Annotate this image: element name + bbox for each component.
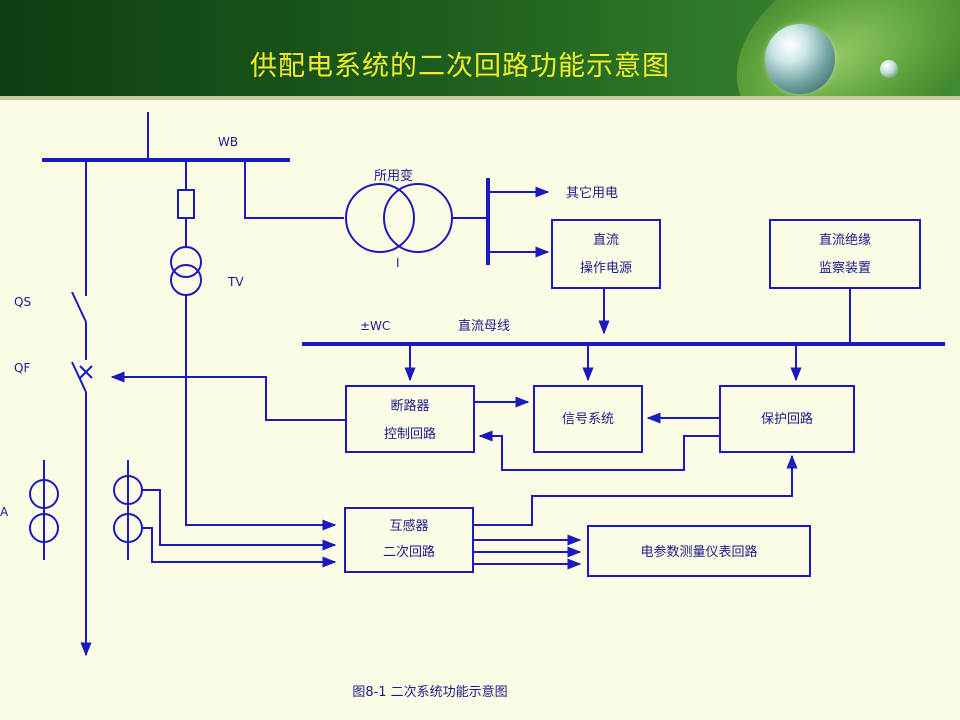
water-drop-decoration: [765, 24, 835, 94]
label-tv: TV: [227, 275, 244, 289]
protection-label: 保护回路: [761, 411, 813, 427]
transformer-secondary-line2: 二次回路: [383, 544, 435, 560]
ct-lower-secondary: [142, 527, 337, 568]
label-qf: QF: [14, 361, 30, 375]
title-divider: [0, 96, 960, 100]
small-drop-decoration: [880, 60, 898, 78]
label-transformer-number: I: [396, 256, 400, 270]
insulation-monitor-line2: 监察装置: [819, 261, 871, 276]
label-wb: WB: [218, 135, 238, 149]
aux-transformer-secondary: [383, 183, 453, 253]
dc-supply-line1: 直流: [593, 233, 619, 248]
title-banner: [0, 0, 960, 96]
breaker-qf-blade: [71, 361, 87, 393]
label-dc-bus-symbol: ±WC: [360, 319, 390, 333]
aux-transformer-feed: [244, 160, 344, 219]
transformer-secondary-box: [344, 507, 474, 573]
ct-upper-secondary: [142, 489, 337, 551]
pt-coil-lower: [170, 264, 202, 296]
pt-fuse: [177, 189, 195, 219]
label-aux-transformer: 所用变: [374, 168, 413, 184]
breaker-control-box: [345, 385, 475, 453]
label-dc-bus-name: 直流母线: [458, 319, 510, 334]
pt-coil-upper: [170, 246, 202, 278]
control-to-qf-line: [110, 371, 346, 421]
insulation-monitor-box: [769, 219, 921, 289]
slide-title: 供配电系统的二次回路功能示意图: [250, 51, 670, 82]
secondary-to-protection-line: [473, 454, 798, 526]
label-other-power: 其它用电: [566, 185, 618, 201]
transformer-secondary-line1: 互感器: [389, 518, 428, 534]
insulation-monitor-line1: 直流绝缘: [819, 232, 871, 248]
breaker-qf-cross-b: [79, 365, 93, 379]
signal-system-label: 信号系统: [562, 412, 614, 427]
aux-transformer-primary: [345, 183, 415, 253]
dc-supply-line2: 操作电源: [580, 260, 632, 276]
disconnector-qs-blade: [71, 291, 87, 323]
protection-to-control-line: [478, 430, 720, 471]
dc-supply-box: [551, 219, 661, 289]
breaker-control-line2: 控制回路: [384, 426, 436, 442]
pt-secondary-line: [185, 295, 337, 531]
label-ta: A: [0, 505, 9, 519]
signal-system-box: [533, 385, 643, 453]
metering-label: 电参数测量仪表回路: [640, 544, 757, 560]
figure-caption: 图8-1 二次系统功能示意图: [352, 684, 507, 700]
metering-box: [587, 525, 811, 577]
breaker-control-line1: 断路器: [390, 398, 429, 414]
label-qs: QS: [14, 295, 31, 309]
